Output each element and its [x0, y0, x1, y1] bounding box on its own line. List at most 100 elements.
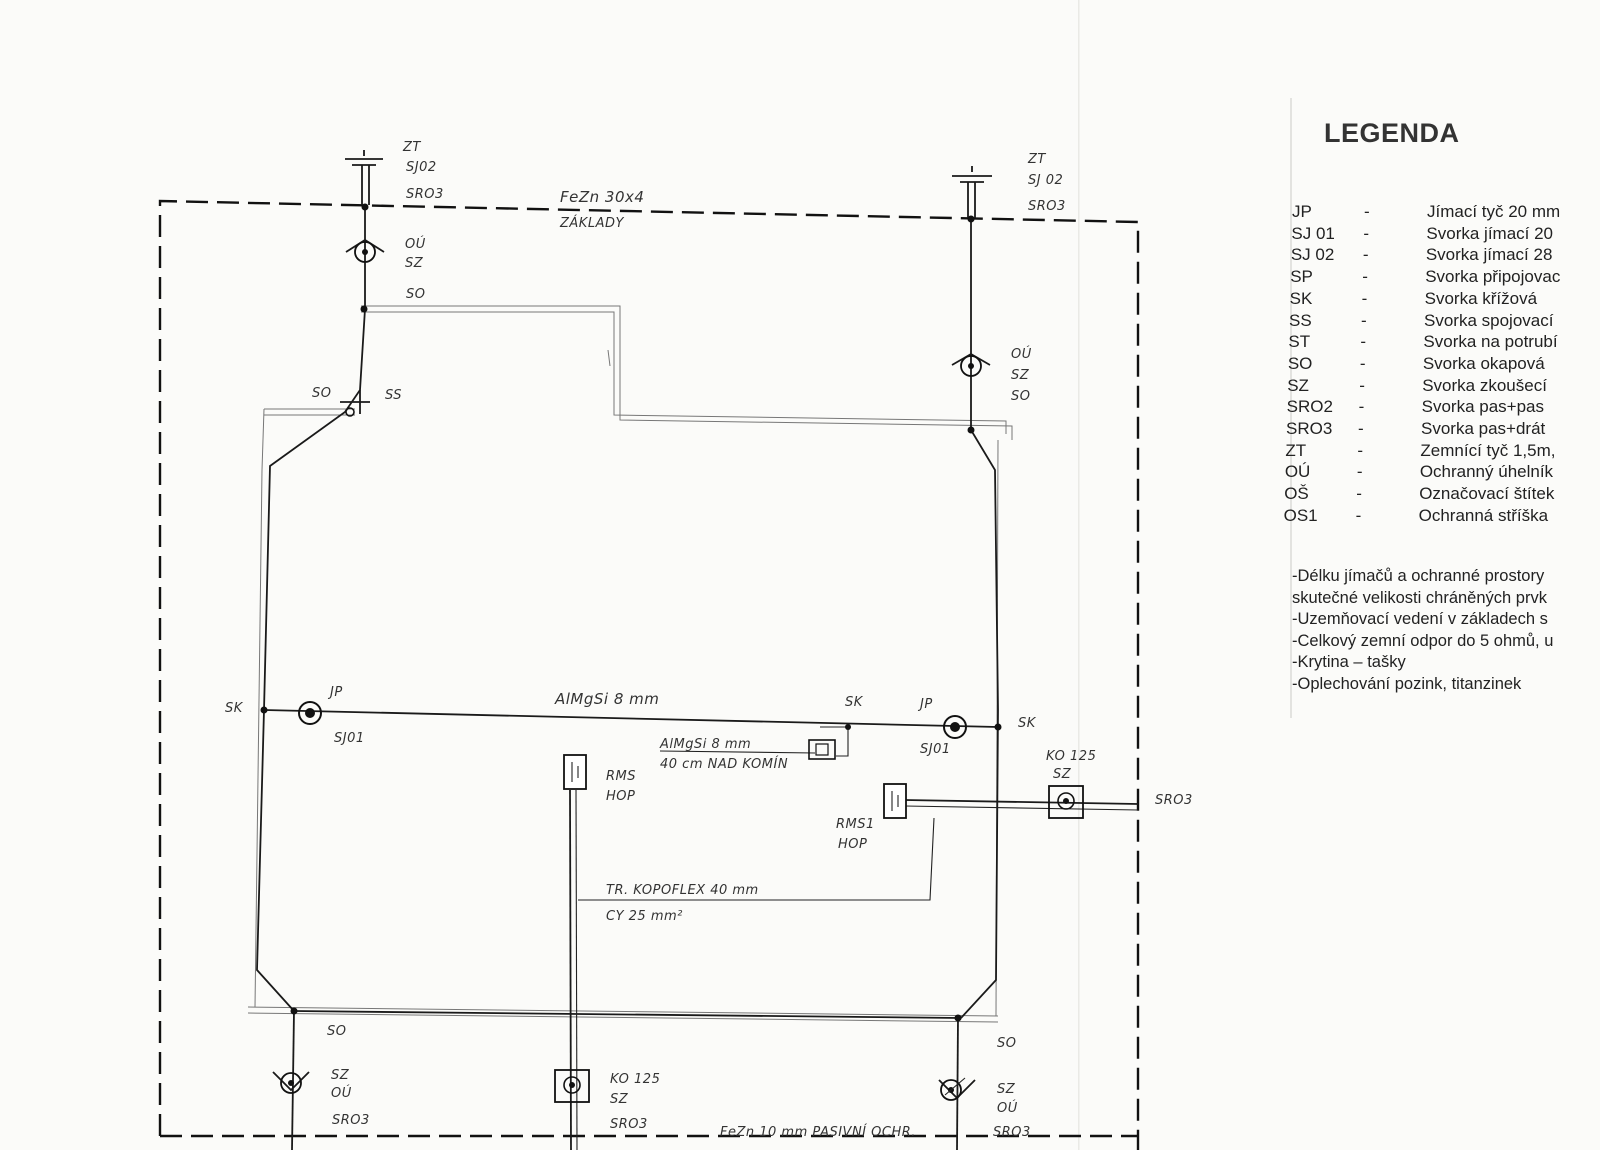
- legend-item-desc: Jímací tyč 20 mm: [1427, 202, 1561, 221]
- legend-title: LEGENDA: [1324, 118, 1460, 148]
- test-clamp-bottom-right: [938, 1077, 976, 1101]
- rms-box: [563, 754, 587, 790]
- label-sro3-left: SRO3: [406, 187, 444, 202]
- label-sro3-far-right: SRO3: [1155, 793, 1193, 808]
- labels-middle: SK JP SJ01 AlMgSi 8 mm SK JP SJ01 SK AlM…: [225, 685, 1193, 924]
- legend-item-sep: -: [1358, 419, 1364, 438]
- legend-item-code: JP: [1292, 202, 1312, 221]
- label-ss-left: SS: [385, 388, 402, 403]
- legend-item-desc: Svorka zkoušecí: [1422, 375, 1547, 395]
- legend-item-sep: -: [1358, 397, 1365, 417]
- legend-item-code: OS1: [1283, 505, 1318, 525]
- label-sj02-right: SJ 02: [1028, 173, 1063, 188]
- legend-item-sep: -: [1356, 462, 1363, 482]
- legend-item-sep: -: [1363, 223, 1370, 243]
- labels-top-right: ZT SJ 02 SRO3 OÚ SZ SO: [1011, 152, 1066, 404]
- paper-fold: [1078, 0, 1080, 1150]
- label-so-left-top: SO: [406, 287, 425, 302]
- legend-item-sep: -: [1360, 332, 1367, 352]
- legend-item-sep: -: [1355, 505, 1362, 525]
- legend-item-sep: -: [1361, 288, 1368, 308]
- legend-item-sep: -: [1362, 245, 1369, 265]
- label-hop-2: HOP: [838, 837, 867, 852]
- label-so-ss-left: SO: [312, 386, 331, 401]
- label-jp-right: JP: [917, 697, 933, 712]
- legend-item-code: OÚ: [1284, 462, 1311, 482]
- inspection-box-right: [1048, 785, 1084, 819]
- label-ou-bottom-left: OÚ: [331, 1085, 352, 1101]
- legend-note: -Uzemňovací vedení v základech s: [1292, 610, 1548, 628]
- labels-top-left: ZT SJ02 SRO3 OÚ SZ SO SO SS: [312, 140, 444, 403]
- legend-item-code: SZ: [1287, 375, 1309, 395]
- legend-note: -Oplechování pozink, titanzinek: [1292, 674, 1522, 693]
- label-sro3-bottom-left: SRO3: [332, 1113, 370, 1128]
- roof-conductor: [256, 208, 999, 1019]
- legend-item-code: SRO3: [1286, 419, 1333, 438]
- label-rms1: RMS1: [836, 817, 875, 832]
- label-ou-right-top: OÚ: [1011, 346, 1032, 362]
- label-sro3-bottom-right: SRO3: [993, 1125, 1031, 1140]
- label-tr-kopoflex: TR. KOPOFLEX 40 mm: [606, 883, 759, 898]
- legend-item-desc: Svorka spojovací: [1424, 310, 1554, 330]
- legend-item-sep: -: [1361, 310, 1367, 330]
- legend-item-desc: Svorka okapová: [1422, 353, 1545, 373]
- legend-note: -Celkový zemní odpor do 5 ohmů, u: [1292, 631, 1554, 650]
- legend-item-sep: -: [1359, 375, 1365, 395]
- label-sro3-right: SRO3: [1028, 199, 1066, 214]
- label-ko125-bottom: KO 125: [610, 1072, 660, 1087]
- label-almgsi-chimney: AlMgSi 8 mm: [659, 737, 751, 752]
- legend-note: -Krytina – tašky: [1292, 653, 1406, 671]
- label-zt-left: ZT: [402, 140, 421, 155]
- legend-item-desc: Svorka pas+pas: [1421, 397, 1544, 417]
- legend-item-desc: Svorka jímací 28: [1425, 245, 1553, 265]
- air-terminal-right: [943, 715, 967, 739]
- legend-item-code: OŠ: [1284, 484, 1309, 504]
- label-sz-left-top: SZ: [405, 256, 424, 271]
- label-sk-right: SK: [1018, 716, 1037, 731]
- label-so-bottom-left: SO: [327, 1024, 346, 1039]
- label-hop: HOP: [606, 789, 635, 804]
- legend-item-desc: Svorka připojovac: [1425, 267, 1561, 287]
- chimney-clamp: [808, 739, 836, 760]
- label-sz-bottom-left: SZ: [331, 1068, 350, 1083]
- label-sz-bottom-right: SZ: [997, 1082, 1016, 1097]
- label-sz-ko-right: SZ: [1053, 767, 1072, 782]
- roof-outline: [247, 305, 1013, 1023]
- label-sz-right-top: SZ: [1011, 368, 1030, 383]
- earthing-perimeter: [158, 199, 1140, 1150]
- label-sj02-left: SJ02: [406, 160, 437, 175]
- junction-dots: [260, 305, 1002, 1022]
- label-jp-left: JP: [327, 685, 343, 700]
- lightning-protection-drawing: ZT SJ02 SRO3 OÚ SZ SO SO SS FeZn 30x4 ZÁ…: [158, 140, 1193, 1150]
- legend-item-desc: Ochranná stříška: [1418, 505, 1549, 525]
- label-ou-left-top: OÚ: [405, 236, 426, 252]
- legend-item-desc: Označovací štítek: [1419, 484, 1555, 504]
- label-so-bottom-right: SO: [997, 1036, 1016, 1051]
- label-zaklady: ZÁKLADY: [559, 215, 624, 231]
- test-clamp-top-right: [951, 352, 991, 377]
- legend-item-code: SJ 02: [1290, 245, 1335, 265]
- legend-item-desc: Svorka křížová: [1424, 288, 1538, 308]
- label-sk-mid: SK: [845, 695, 864, 710]
- label-so-right-top: SO: [1011, 389, 1030, 404]
- label-ou-bottom-right: OÚ: [997, 1100, 1018, 1116]
- legend-item-code: SO: [1287, 353, 1313, 373]
- legend-note: -Délku jímačů a ochranné prostory: [1292, 567, 1545, 585]
- label-sz-bottom-mid: SZ: [610, 1092, 629, 1107]
- legend-item-code: ZT: [1285, 440, 1307, 460]
- label-fezn-top: FeZn 30x4: [560, 188, 644, 206]
- label-ko125-right: KO 125: [1046, 749, 1096, 764]
- legend-item-sep: -: [1359, 353, 1366, 373]
- legend-item-desc: Svorka jímací 20: [1426, 223, 1554, 243]
- ground-rod-right: [952, 166, 992, 223]
- label-sj01-left: SJ01: [334, 731, 365, 746]
- legend-item-desc: Svorka pas+drát: [1421, 419, 1546, 438]
- legend-item-desc: Zemnící tyč 1,5m,: [1420, 440, 1556, 460]
- label-almgsi-main: AlMgSi 8 mm: [554, 690, 659, 708]
- label-sro3-bottom-mid: SRO3: [610, 1117, 648, 1132]
- air-terminal-left: [298, 701, 322, 725]
- legend-item-code: SP: [1290, 267, 1313, 287]
- label-sj01-right: SJ01: [920, 742, 951, 757]
